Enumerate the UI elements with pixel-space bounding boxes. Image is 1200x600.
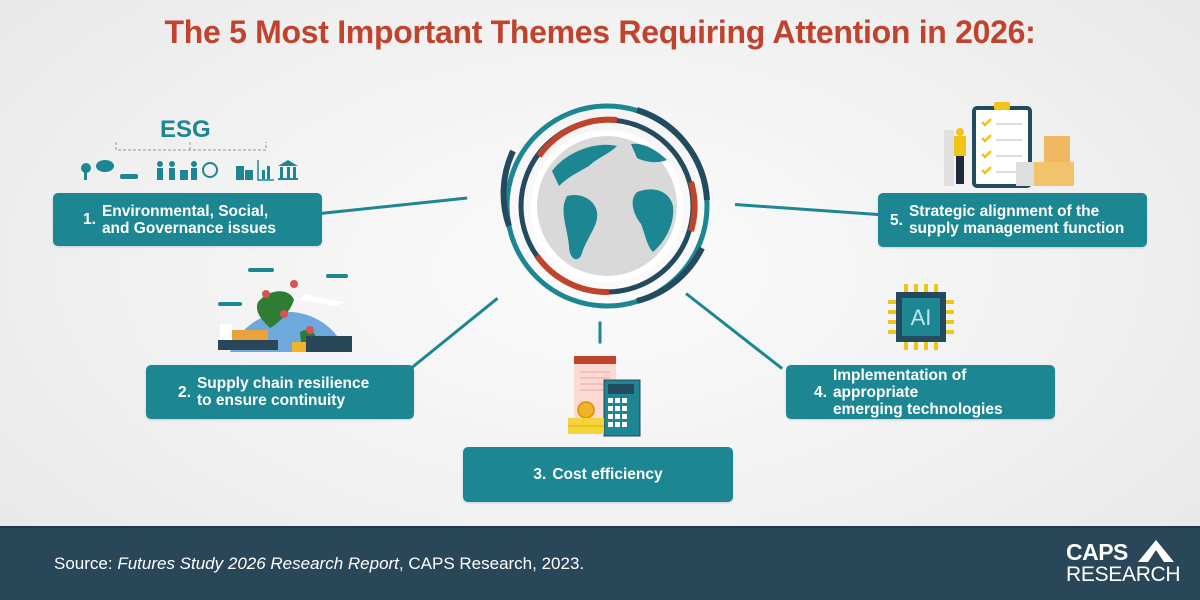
- global-logistics-illustration: [218, 268, 352, 352]
- connector-theme-2: [411, 297, 499, 369]
- caps-research-logo: CAPS RESEARCH: [1066, 539, 1181, 590]
- theme-4-text: Implementation of appropriate emerging t…: [832, 366, 1003, 418]
- connector-theme-5: [734, 203, 880, 217]
- theme-5-box: 5. Strategic alignment of the supply man…: [878, 193, 1147, 247]
- checklist-boxes-illustration: [944, 102, 1074, 188]
- theme-1-box: 1. Environmental, Social, and Governance…: [53, 193, 322, 246]
- connector-theme-1: [319, 196, 468, 215]
- connector-theme-3: [598, 321, 602, 344]
- theme-3-text: Cost efficiency: [552, 466, 663, 483]
- footer: Source: Futures Study 2026 Research Repo…: [0, 526, 1200, 600]
- esg-label: ESG: [160, 116, 211, 143]
- theme-2-box: 2. Supply chain resilience to ensure con…: [146, 365, 414, 419]
- ai-chip-illustration: AI: [888, 284, 954, 350]
- esg-icons-illustration: [81, 142, 298, 181]
- theme-5-number: 5.: [890, 211, 903, 229]
- theme-4-box: 4. Implementation of appropriate emergin…: [786, 365, 1055, 419]
- source-citation: Source: Futures Study 2026 Research Repo…: [54, 554, 584, 574]
- theme-3-box: 3. Cost efficiency: [463, 447, 733, 502]
- globe-icon: [500, 103, 710, 309]
- logo-caps-text: CAPS: [1066, 539, 1128, 565]
- theme-1-text: Environmental, Social, and Governance is…: [101, 202, 276, 237]
- theme-5-text: Strategic alignment of the supply manage…: [908, 203, 1125, 237]
- theme-3-number: 3.: [533, 466, 547, 483]
- logo-research-text: RESEARCH: [1066, 563, 1181, 586]
- source-prefix: Source:: [54, 554, 118, 573]
- calculator-coins-illustration: [568, 356, 641, 437]
- ai-chip-label: AI: [911, 305, 932, 330]
- theme-2-number: 2.: [178, 383, 191, 401]
- theme-1-number: 1.: [83, 211, 96, 228]
- source-suffix: , CAPS Research, 2023.: [398, 554, 585, 573]
- page-title: The 5 Most Important Themes Requiring At…: [164, 14, 1036, 50]
- mountain-icon: [1138, 540, 1174, 562]
- theme-4-number: 4.: [814, 383, 827, 401]
- theme-2-text: Supply chain resilience to ensure contin…: [196, 375, 370, 409]
- source-title: Futures Study 2026 Research Report: [117, 554, 399, 573]
